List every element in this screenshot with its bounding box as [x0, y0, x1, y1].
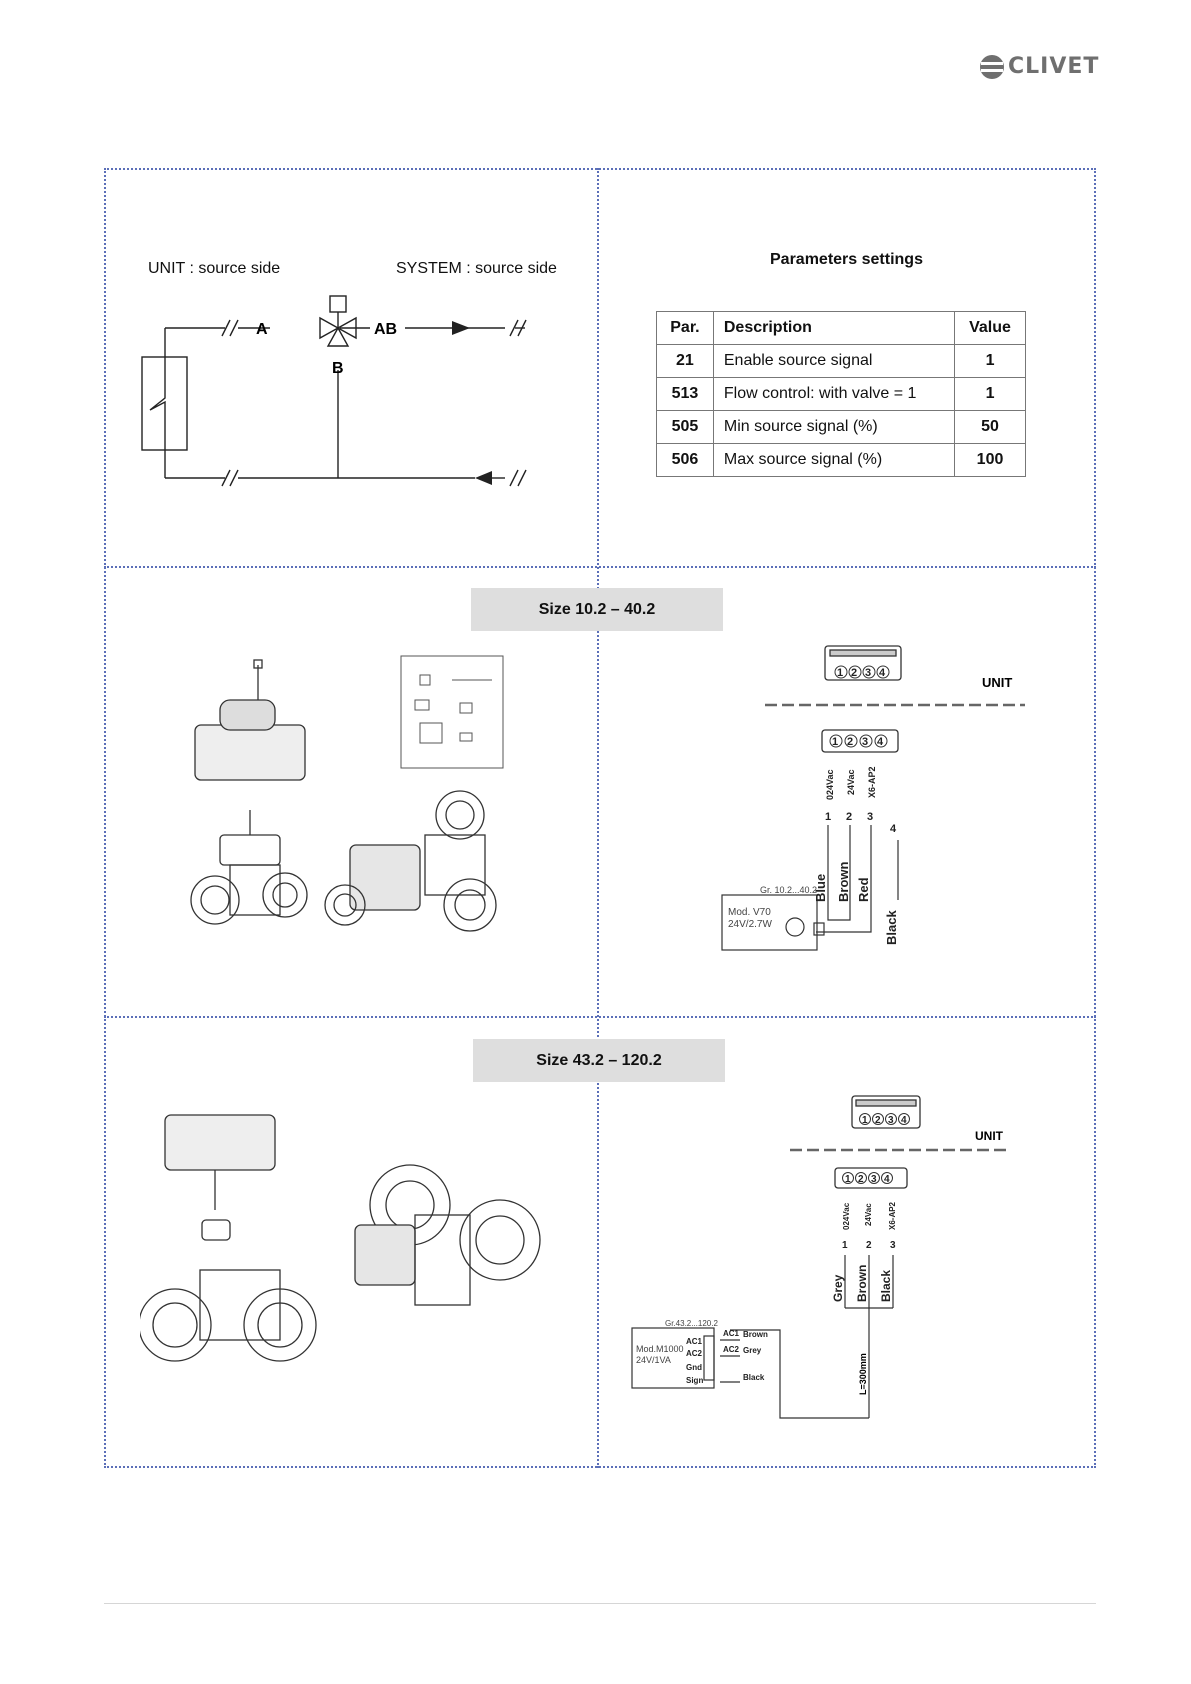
terminal-label: Sign	[686, 1376, 703, 1385]
pin-label: 2	[858, 1174, 864, 1185]
terminal-wire-label: Black	[743, 1373, 765, 1382]
terminal-label: AC1	[686, 1337, 703, 1346]
wire-label: Blue	[813, 874, 828, 902]
port-a-label: A	[256, 321, 268, 338]
par-cell: 21	[656, 344, 714, 378]
wire-label: Red	[856, 877, 871, 902]
valve-actuator-illustration-a	[190, 659, 497, 932]
terminal-wire-label: Grey	[743, 1346, 762, 1355]
unit-label-b: UNIT	[975, 1129, 1004, 1143]
column-divider	[597, 168, 599, 1468]
table-header-row: Par. Description Value	[656, 311, 1026, 345]
parameters-title: Parameters settings	[770, 251, 923, 268]
pin-label: 1	[832, 736, 838, 748]
actuator-group-label: Gr. 10.2...40.2	[760, 885, 817, 895]
system-source-label: SYSTEM : source side	[396, 260, 557, 277]
table-row: 21 Enable source signal 1	[656, 344, 1026, 378]
pin-label: 4	[890, 823, 897, 835]
pin-label: 1	[825, 811, 831, 823]
footer-rule	[104, 1603, 1096, 1604]
par-cell: 513	[656, 377, 714, 411]
unit-source-label: UNIT : source side	[148, 260, 281, 277]
accessory-kit-illustration	[400, 655, 504, 769]
pin-label: 2	[851, 667, 857, 679]
pin-label: 4	[879, 667, 886, 679]
pin-label: 3	[871, 1174, 877, 1185]
value-cell: 1	[954, 344, 1026, 378]
value-cell: 50	[954, 410, 1026, 444]
valve-actuator-illustration-b	[140, 1114, 541, 1362]
row-divider-2	[104, 1016, 1096, 1018]
value-cell: 100	[954, 443, 1026, 477]
signal-label: 24Vac	[864, 1203, 873, 1226]
pin-label: 3	[867, 811, 873, 823]
wire-label: Black	[884, 910, 899, 945]
pin-label: 1	[842, 1240, 848, 1251]
size-a-title: Size 10.2 – 40.2	[471, 588, 723, 631]
wire-label: Brown	[836, 862, 851, 903]
pin-label: 2	[846, 811, 852, 823]
pin-label: 1	[845, 1174, 851, 1185]
actuator-group-label: Gr.43.2...120.2	[665, 1319, 718, 1328]
signal-label: 024Vac	[825, 769, 835, 800]
actuator-rating-label: 24V/1VA	[636, 1355, 671, 1365]
column-header: Value	[954, 311, 1026, 345]
table-row: 506 Max source signal (%) 100	[656, 443, 1026, 477]
description-cell: Flow control: with valve = 1	[712, 377, 956, 411]
pin-label: 1	[837, 667, 843, 679]
pin-label: 3	[865, 667, 871, 679]
column-header: Description	[712, 311, 956, 345]
signal-label: X6-AP2	[867, 766, 877, 798]
pin-label: 3	[862, 736, 868, 748]
pin-label: 2	[866, 1240, 872, 1251]
hydraulic-schematic: A AB B	[141, 295, 527, 487]
signal-label: 24Vac	[846, 769, 856, 795]
logo-mark-icon	[980, 55, 1004, 79]
signal-label: X6-AP2	[888, 1201, 897, 1230]
terminal-label: Gnd	[686, 1363, 702, 1372]
pin-label: 2	[847, 736, 853, 748]
terminal-wire-label: Brown	[743, 1330, 768, 1339]
pin-label: 3	[888, 1115, 894, 1126]
cable-length-label: L=300mm	[858, 1353, 868, 1395]
signal-label: 024Vac	[842, 1202, 851, 1230]
pin-label: 4	[901, 1115, 907, 1126]
value-cell: 1	[954, 377, 1026, 411]
wire-label: Brown	[855, 1265, 869, 1302]
table-row: 513 Flow control: with valve = 1 1	[656, 377, 1026, 411]
description-cell: Enable source signal	[712, 344, 956, 378]
brand-name: CLIVET	[1008, 54, 1100, 79]
pin-label: 3	[890, 1240, 896, 1251]
terminal-label: AC2	[686, 1349, 703, 1358]
actuator-rating-label: 24V/2.7W	[728, 919, 772, 930]
actuator-model-label: Mod. V70	[728, 907, 771, 918]
row-divider-1	[104, 566, 1096, 568]
size-b-title: Size 43.2 – 120.2	[473, 1039, 725, 1082]
terminal-label: AC1	[723, 1329, 740, 1338]
description-cell: Max source signal (%)	[712, 443, 956, 477]
unit-label-a: UNIT	[982, 675, 1012, 690]
wiring-diagram-a: 1 2 3 4 1 2 3 4 UNIT 024Vac 24Vac X6-AP2…	[721, 645, 1025, 951]
par-cell: 505	[656, 410, 714, 444]
pin-label: 2	[875, 1115, 881, 1126]
clivet-logo	[980, 55, 1004, 79]
pin-label: 1	[862, 1115, 868, 1126]
wire-label: Grey	[831, 1274, 845, 1302]
description-cell: Min source signal (%)	[712, 410, 956, 444]
actuator-model-label: Mod.M1000	[636, 1344, 684, 1354]
terminal-label: AC2	[723, 1345, 740, 1354]
port-ab-label: AB	[374, 321, 397, 338]
port-b-label: B	[332, 360, 344, 377]
pin-label: 4	[877, 736, 884, 748]
content-frame	[104, 168, 1096, 1468]
parameters-table: Par. Description Value 21 Enable source …	[656, 311, 1026, 477]
wiring-diagram-b: 1 2 3 4 1 2 3 4 UNIT 024Vac 24Vac X6-AP2…	[631, 1095, 1008, 1419]
column-header: Par.	[656, 311, 714, 345]
wire-label: Black	[879, 1270, 893, 1302]
table-row: 505 Min source signal (%) 50	[656, 410, 1026, 444]
par-cell: 506	[656, 443, 714, 477]
pin-label: 4	[884, 1174, 890, 1185]
